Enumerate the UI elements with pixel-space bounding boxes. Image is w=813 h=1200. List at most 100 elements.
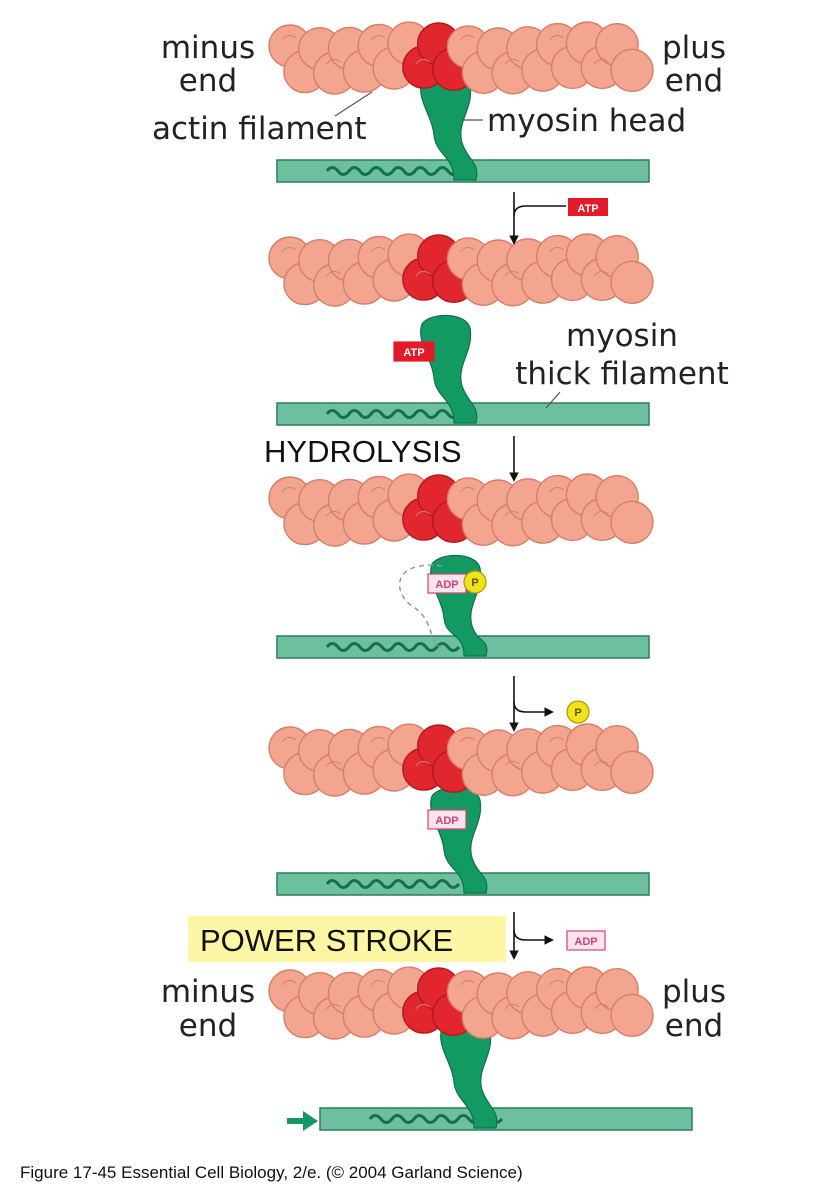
actin-monomer-detail (593, 58, 609, 65)
atp-input-text: ATP (577, 203, 598, 215)
cycle-stage-1 (268, 21, 654, 183)
actin-monomer-detail (549, 34, 564, 41)
actin-monomer-detail (415, 1003, 431, 1010)
cycle-stage-3: ADP P (268, 473, 654, 659)
actin-monomer-detail (460, 486, 475, 493)
atp-tag-box (393, 341, 435, 362)
actin-monomer-detail (504, 510, 520, 517)
myosin-tail (325, 879, 461, 889)
minus-end-label-bottom-2: end (179, 1008, 237, 1044)
actin-monomer-detail (593, 510, 609, 517)
actin-monomer-detail (593, 270, 609, 277)
actin-monomer-detail (281, 246, 297, 253)
plus-end-label-bottom-1: plus (662, 974, 726, 1010)
actin-monomer-detail (370, 34, 386, 41)
actin-monomer-detail (415, 760, 431, 767)
phosphate-text: P (471, 577, 478, 589)
release-branch-arrow (513, 929, 554, 945)
actin-monomer (610, 260, 654, 304)
actin-monomer-detail (549, 736, 564, 743)
actin-monomer-detail (281, 34, 297, 41)
atp-input-box (568, 198, 608, 216)
power-stroke-highlight (188, 916, 506, 962)
previous-head-position-outline (398, 564, 447, 649)
phosphate-release-arrow: P (509, 676, 590, 732)
myosin-head-label: myosin head (487, 103, 686, 139)
actin-monomer-detail (415, 510, 431, 517)
actin-monomer-detail (504, 760, 520, 767)
atp-binding-arrow: ATP (509, 192, 608, 245)
myosin-tail (325, 166, 461, 176)
actin-monomer-detail (281, 979, 297, 986)
actin-monomer-detail (326, 270, 341, 277)
atp-tag-text: ATP (403, 347, 424, 359)
actin-monomer-detail (415, 270, 431, 277)
actin-monomer (610, 500, 654, 544)
adp-output-box (566, 930, 606, 951)
adp-output-text: ADP (574, 936, 597, 948)
actin-monomer-detail (281, 736, 297, 743)
thick-filament-label: thick filament (515, 356, 728, 392)
actin-filament (268, 723, 654, 797)
myosin-tail (325, 409, 461, 419)
actin-filament-label: actin filament (152, 111, 367, 147)
actin-monomer-detail (370, 979, 386, 986)
actin-monomer-detail (504, 270, 520, 277)
actin-monomer (610, 48, 654, 93)
actin-monomer-detail (593, 1003, 609, 1010)
actin-monomer-detail (370, 736, 386, 743)
plus-end-label-bottom-2: end (665, 1008, 723, 1044)
actin-monomer-detail (593, 760, 609, 767)
actin-filament (268, 966, 654, 1040)
actin-filament (268, 233, 654, 307)
myosin-head (420, 314, 478, 424)
actin-monomer-detail (460, 979, 475, 986)
cycle-stage-2: ATP (268, 233, 654, 426)
actin-monomer (610, 993, 654, 1037)
transition-arrows: ATP P ADP (509, 192, 608, 960)
actin-monomer-detail (549, 486, 564, 493)
figure-caption: Figure 17-45 Essential Cell Biology, 2/e… (20, 1163, 523, 1182)
actin-monomer-detail (460, 736, 475, 743)
actin-monomer-detail (326, 1003, 341, 1010)
adp-tag-text: ADP (435, 579, 458, 591)
actin-monomer-detail (281, 486, 297, 493)
cycle-stage-4: ADP (268, 723, 654, 896)
minus-end-label-top-2: end (179, 63, 237, 99)
phosphate-text: P (574, 707, 581, 719)
power-stroke-step-label: POWER STROKE (200, 923, 453, 958)
adp-release-arrow: ADP (509, 912, 606, 960)
myosin-label: myosin (566, 318, 678, 354)
actin-filament (268, 473, 654, 547)
cycle-stage-5 (268, 966, 693, 1131)
actin-monomer-detail (370, 486, 386, 493)
cycle-panels: ATP ADP P ADP (268, 21, 693, 1131)
plus-end-label-top-1: plus (662, 30, 726, 66)
hydrolysis-step-label: HYDROLYSIS (264, 434, 462, 469)
binding-branch-arrow (513, 205, 566, 217)
actin-monomer-detail (460, 34, 475, 41)
actin-monomer-detail (326, 760, 341, 767)
adp-tag-text: ADP (435, 815, 458, 827)
actin-monomer-detail (326, 510, 341, 517)
actin-monomer-detail (370, 246, 386, 253)
myosin-tail (325, 642, 461, 652)
actin-filament-leader-line (334, 91, 373, 117)
plus-end-label-top-2: end (665, 63, 723, 99)
minus-end-label-top-1: minus (161, 30, 255, 66)
actin-monomer (610, 750, 654, 794)
actin-monomer-detail (549, 246, 564, 253)
actin-monomer-detail (504, 1003, 520, 1010)
actin-filament (268, 21, 654, 95)
adp-tag-box (427, 809, 467, 830)
filament-movement-arrow (287, 1111, 318, 1131)
myosin-thick-filament (319, 1107, 693, 1131)
phosphate-icon (566, 700, 590, 724)
phosphate-icon (463, 570, 487, 594)
actin-monomer-detail (415, 58, 431, 65)
minus-end-label-bottom-1: minus (161, 974, 255, 1010)
actin-monomer-detail (460, 246, 475, 253)
actin-monomer-detail (326, 58, 341, 65)
actin-monomer-detail (504, 58, 520, 65)
